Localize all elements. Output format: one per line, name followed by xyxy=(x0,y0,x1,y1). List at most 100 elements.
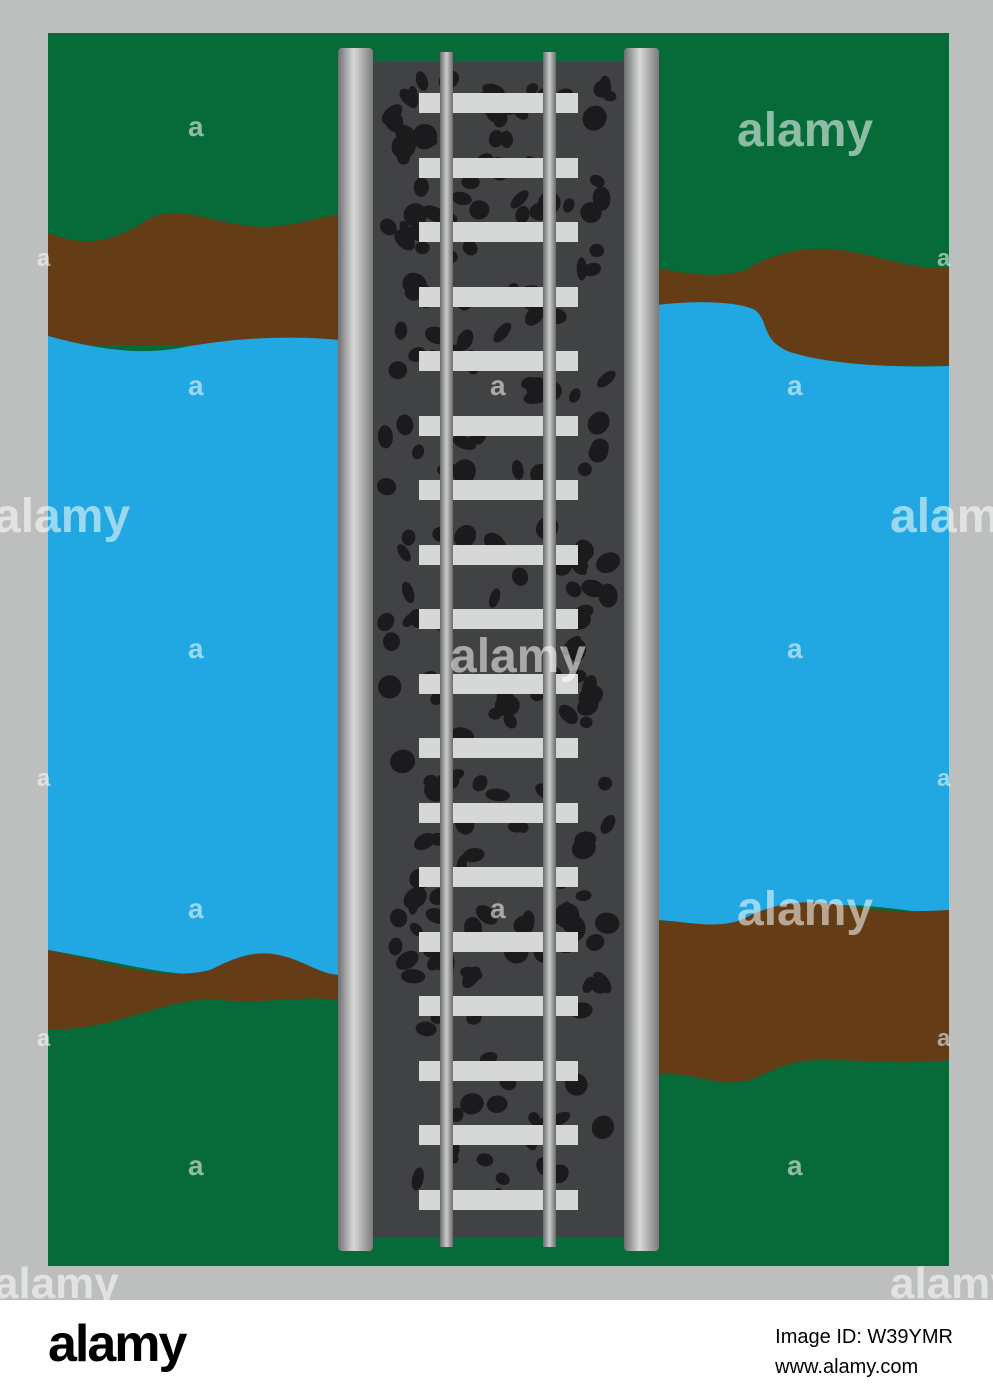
ballast-stone xyxy=(488,588,501,608)
railway-tie xyxy=(419,1061,578,1081)
ballast-stone xyxy=(558,704,579,725)
ballast-stone xyxy=(592,186,611,211)
watermark-mark: a xyxy=(937,1025,951,1052)
ballast-stone xyxy=(494,694,520,717)
ballast-stone xyxy=(414,131,438,146)
ballast-stone xyxy=(596,552,621,574)
railway-tie xyxy=(419,222,578,242)
ballast-stone xyxy=(378,675,402,699)
ballast-stone xyxy=(394,321,408,340)
railway-tie xyxy=(419,609,578,629)
watermark-mark: a xyxy=(37,765,51,792)
ballast-stone xyxy=(462,966,481,989)
ballast-stone xyxy=(472,775,488,792)
ballast-stone xyxy=(524,303,546,326)
watermark-mark: a xyxy=(37,245,51,272)
railway-tie xyxy=(419,287,578,307)
riverbank-left-top xyxy=(48,213,340,345)
ballast-stone xyxy=(388,361,408,380)
watermark-mark: a xyxy=(490,893,506,924)
footer-info: Image ID: W39YMR www.alamy.com xyxy=(775,1322,953,1382)
ballast-stone xyxy=(493,322,512,343)
river-right xyxy=(657,302,949,927)
watermark-logo: alamy xyxy=(0,1259,119,1300)
railway-ties xyxy=(419,93,578,1210)
image-id: Image ID: W39YMR xyxy=(775,1326,953,1348)
watermark-logo: alamy xyxy=(0,490,130,543)
footer-bar: alamy Image ID: W39YMR www.alamy.com xyxy=(0,1300,993,1390)
ballast-stone xyxy=(423,774,439,787)
watermark-mark: a xyxy=(188,633,204,664)
riverbank-right-bottom xyxy=(657,902,949,1083)
watermark-logo: alamy xyxy=(450,630,586,683)
watermark-mark: a xyxy=(188,1150,204,1181)
ballast-stone xyxy=(415,71,429,91)
bridge-beam-right xyxy=(624,48,659,1251)
ballast-stone xyxy=(469,200,490,220)
ballast-stone xyxy=(579,716,593,729)
ballast-stone xyxy=(382,632,401,651)
ballast-stone xyxy=(569,388,581,403)
ballast-stone xyxy=(572,562,587,576)
footer-logo: alamy xyxy=(48,1315,187,1373)
ballast-stone xyxy=(581,675,597,698)
ballast-stone xyxy=(588,442,609,463)
railway-tie xyxy=(419,545,578,565)
ballast-stone xyxy=(600,814,616,835)
ballast-stone xyxy=(562,635,582,656)
ballast-stone xyxy=(571,836,596,860)
ballast-stone xyxy=(581,579,605,598)
ballast-stone xyxy=(390,749,416,774)
ballast-stone xyxy=(576,257,587,281)
ballast-stone xyxy=(594,912,620,934)
ballast-stone xyxy=(399,220,413,242)
ballast-stone xyxy=(415,1021,437,1037)
ballast-stone xyxy=(488,129,504,148)
ballast-stone xyxy=(593,971,612,994)
ballast-stone xyxy=(376,478,397,496)
ballast-stone xyxy=(452,435,477,450)
watermark-mark: a xyxy=(188,893,204,924)
ballast-stone xyxy=(389,908,408,928)
ballast-stone xyxy=(456,329,474,351)
ballast-stone xyxy=(587,411,610,435)
ballast-stone xyxy=(589,243,605,258)
railway-tie xyxy=(419,932,578,952)
ballast-stone xyxy=(583,262,602,277)
watermark-mark: a xyxy=(787,370,803,401)
rail-right xyxy=(543,52,556,1247)
ballast-stone xyxy=(485,788,511,802)
railway-tie xyxy=(419,416,578,436)
ballast-stone xyxy=(486,1095,508,1113)
ballast-stone xyxy=(565,581,582,598)
ballast-stone xyxy=(589,174,605,188)
ballast-stone xyxy=(397,544,411,562)
ballast-stone xyxy=(510,190,529,209)
ballast-stone xyxy=(593,79,612,98)
ballast-stone xyxy=(582,976,596,994)
ballast-stone xyxy=(401,529,416,546)
ballast-stone xyxy=(511,459,524,480)
railway-tie xyxy=(419,996,578,1016)
river-left xyxy=(48,336,340,975)
railway-tie xyxy=(419,351,578,371)
ballast-stone xyxy=(377,425,393,449)
ballast-stone xyxy=(586,934,605,951)
watermark-mark: a xyxy=(937,765,951,792)
ballast-stone xyxy=(461,175,480,190)
rail-left xyxy=(440,52,453,1247)
watermark-mark: a xyxy=(37,1025,51,1052)
watermark-mark: a xyxy=(188,111,204,142)
ballast-stone xyxy=(526,83,539,95)
ballast-stone xyxy=(450,1107,464,1122)
railway-tie xyxy=(419,480,578,500)
watermark-logo: alamy xyxy=(737,883,873,936)
watermark-mark: a xyxy=(787,633,803,664)
ballast-stone xyxy=(511,567,529,586)
ballast-stone xyxy=(591,1115,615,1140)
ballast-stone xyxy=(415,241,430,255)
ballast-stone xyxy=(460,1093,484,1115)
railway-tie xyxy=(419,803,578,823)
ballast-stone xyxy=(413,177,429,197)
ballast-stone xyxy=(401,581,415,604)
